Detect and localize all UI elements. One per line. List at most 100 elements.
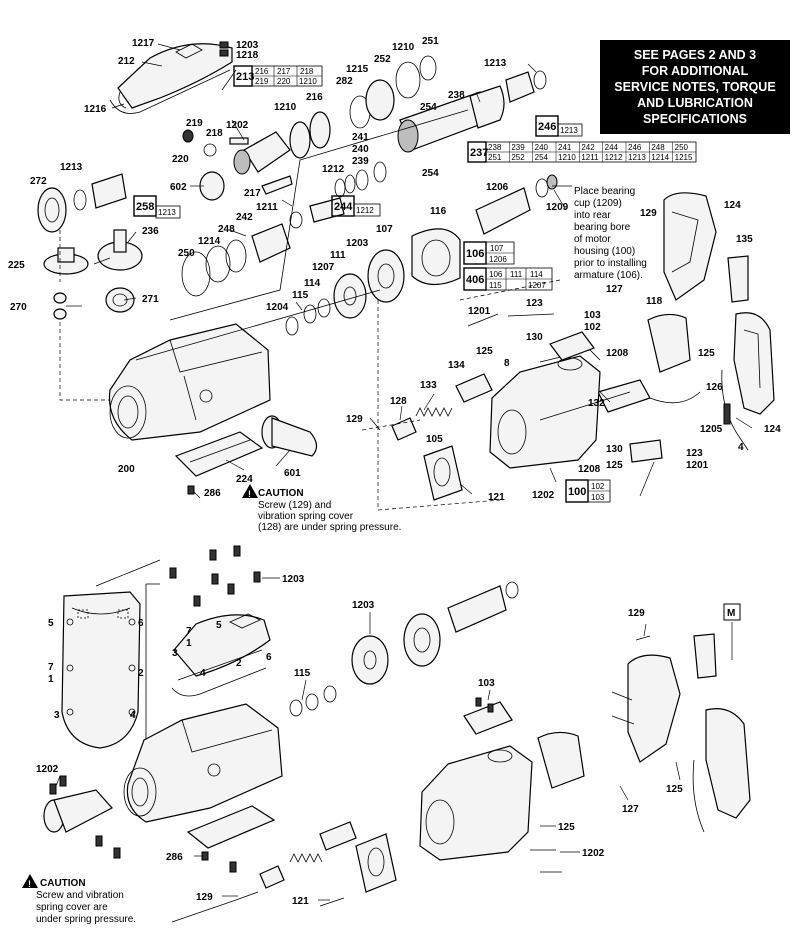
svg-text:1213: 1213: [60, 162, 83, 173]
svg-text:254: 254: [422, 168, 439, 179]
svg-text:224: 224: [236, 474, 253, 485]
table-237-cell: 239: [511, 143, 525, 152]
svg-text:1211: 1211: [256, 202, 278, 213]
svg-text:1203: 1203: [346, 238, 369, 249]
svg-text:103: 103: [591, 493, 605, 502]
svg-text:3: 3: [172, 648, 178, 659]
svg-text:242: 242: [236, 212, 253, 223]
baffle-116: [411, 228, 461, 286]
svg-text:1202: 1202: [532, 490, 555, 501]
svg-text:216: 216: [306, 92, 323, 103]
svg-text:1204: 1204: [266, 302, 289, 313]
svg-text:CAUTION: CAUTION: [258, 488, 304, 499]
svg-text:272: 272: [30, 176, 47, 187]
svg-text:1212: 1212: [322, 164, 345, 175]
svg-text:1203: 1203: [352, 600, 375, 611]
svg-text:237: 237: [470, 147, 488, 159]
svg-text:Screw (129) and: Screw (129) and: [258, 500, 331, 511]
service-notes-text: SEE PAGES 2 AND 3 FOR ADDITIONAL SERVICE…: [614, 48, 776, 126]
svg-text:219: 219: [186, 118, 203, 129]
svg-text:Screw and vibration: Screw and vibration: [36, 890, 124, 901]
svg-text:115: 115: [294, 668, 311, 679]
spring-133: [415, 407, 453, 417]
svg-text:Place bearing: Place bearing: [574, 186, 635, 197]
svg-text:115: 115: [292, 290, 309, 301]
svg-text:239: 239: [352, 156, 369, 167]
table-406: 406 106 111 114 115 1207: [463, 267, 553, 291]
screw-286: [187, 485, 195, 495]
table-237-cell: 254: [535, 153, 549, 162]
labels-bottom: 1203 5 6 7 1 2 3 4 5 7 1 3 2 6 4 1203 11…: [36, 574, 683, 907]
svg-text:121: 121: [292, 896, 309, 907]
svg-text:258: 258: [136, 201, 154, 213]
svg-text:116: 116: [430, 206, 447, 217]
rings-239-241: [334, 161, 387, 198]
table-213: 213 216 217 218 219 220 1210: [233, 65, 323, 87]
table-237-cell: 1215: [675, 153, 693, 162]
svg-text:1210: 1210: [392, 42, 415, 53]
svg-text:241: 241: [352, 132, 369, 143]
spring-bottom: [289, 853, 323, 863]
svg-text:130: 130: [526, 332, 543, 343]
svg-text:1207: 1207: [528, 281, 546, 290]
svg-text:1201: 1201: [686, 460, 709, 471]
rings-242-250: [181, 223, 291, 297]
brush-holder-130: [629, 439, 663, 463]
brush-plate-bottom: [463, 697, 513, 735]
svg-text:M: M: [727, 608, 735, 619]
svg-text:102: 102: [591, 482, 605, 491]
svg-text:2: 2: [236, 658, 242, 669]
service-notes-box: SEE PAGES 2 AND 3 FOR ADDITIONAL SERVICE…: [600, 40, 790, 134]
leaders-bottom: [55, 577, 733, 901]
svg-text:spring cover are: spring cover are: [36, 902, 108, 913]
svg-text:125: 125: [558, 822, 575, 833]
svg-text:1206: 1206: [489, 255, 507, 264]
barrel-assembly: [289, 55, 547, 159]
table-237-cell: 250: [675, 143, 689, 152]
motor-housing-100: [489, 349, 601, 469]
svg-text:254: 254: [420, 102, 437, 113]
svg-text:1206: 1206: [486, 182, 509, 193]
table-258: 258 1213: [133, 195, 181, 219]
svg-text:1217: 1217: [132, 38, 155, 49]
svg-text:7: 7: [186, 626, 192, 637]
svg-text:246: 246: [538, 121, 556, 133]
bearing-note: Place bearing cup (1209) into rear beari…: [574, 186, 647, 281]
table-237-cell: 241: [558, 143, 572, 152]
armature-1206: [475, 174, 558, 235]
svg-text:238: 238: [448, 90, 465, 101]
svg-text:252: 252: [374, 54, 391, 65]
table-237-cell: 240: [535, 143, 549, 152]
svg-text:286: 286: [166, 852, 183, 863]
svg-text:219: 219: [255, 77, 269, 86]
table-237-cell: 242: [581, 143, 595, 152]
svg-text:118: 118: [646, 296, 663, 307]
cord-bottom: [692, 759, 705, 833]
clutch-bottom: [43, 775, 121, 859]
svg-text:130: 130: [606, 444, 623, 455]
svg-text:6: 6: [138, 618, 144, 629]
svg-text:1203: 1203: [282, 574, 305, 585]
svg-text:218: 218: [206, 128, 223, 139]
svg-text:125: 125: [666, 784, 683, 795]
table-237-cell: 252: [511, 153, 525, 162]
spindle-601: [261, 415, 318, 457]
svg-text:1214: 1214: [198, 236, 221, 247]
svg-text:vibration spring cover: vibration spring cover: [258, 511, 354, 522]
svg-text:218: 218: [300, 67, 314, 76]
svg-text:114: 114: [304, 278, 321, 289]
brush-123: [507, 313, 555, 317]
warning-icon-bottom: [22, 874, 38, 888]
svg-text:106: 106: [489, 270, 503, 279]
svg-text:!: !: [248, 489, 251, 499]
table-244: 244 1212: [331, 195, 381, 217]
caution-bottom: ! CAUTION Screw and vibration spring cov…: [22, 874, 237, 925]
table-237-cell: 1210: [558, 153, 576, 162]
svg-text:6: 6: [266, 652, 272, 663]
svg-text:124: 124: [764, 424, 781, 435]
svg-text:1216: 1216: [84, 104, 107, 115]
svg-text:220: 220: [172, 154, 189, 165]
svg-text:286: 286: [204, 488, 221, 499]
svg-text:7: 7: [48, 662, 54, 673]
gear-housing-200: [108, 323, 271, 441]
